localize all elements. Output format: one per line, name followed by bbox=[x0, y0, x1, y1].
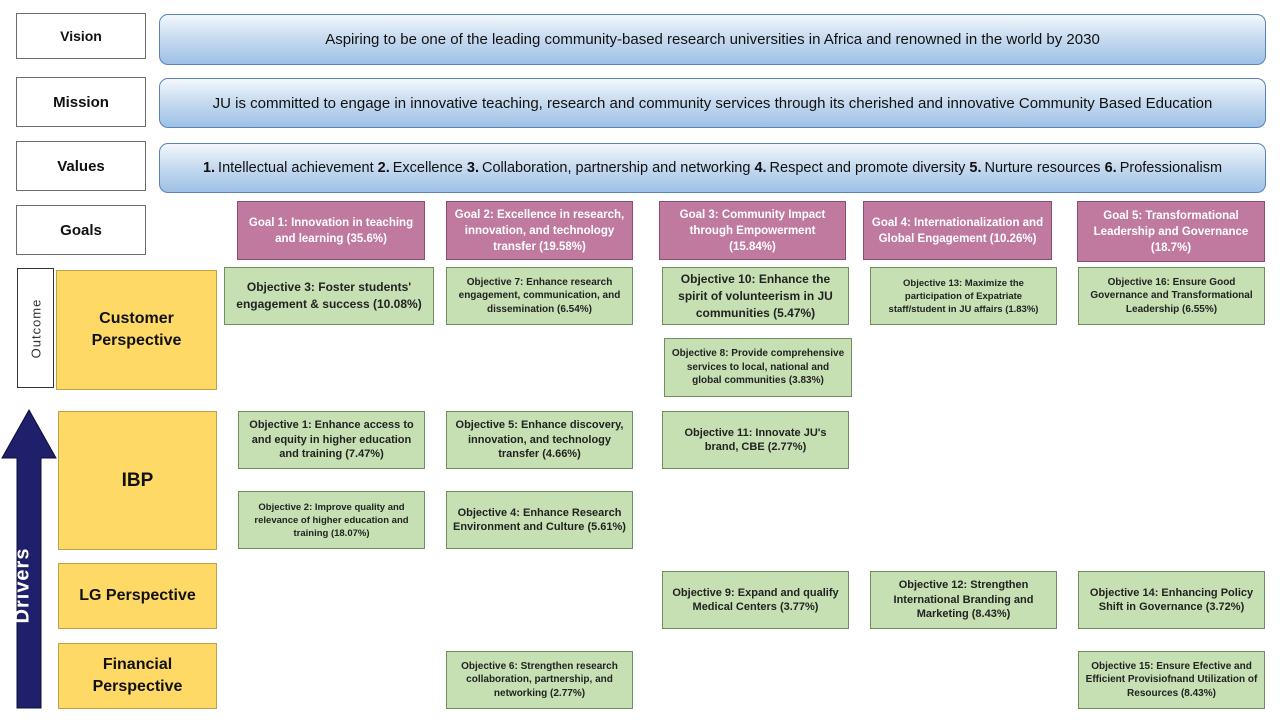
vision-banner: Aspiring to be one of the leading commun… bbox=[159, 14, 1266, 65]
objective-2-box: Objective 2: Improve quality and relevan… bbox=[238, 491, 425, 549]
objective-14-box: Objective 14: Enhancing Policy Shift in … bbox=[1078, 571, 1265, 629]
values-label: Values bbox=[16, 141, 146, 191]
mission-banner: JU is committed to engage in innovative … bbox=[159, 78, 1266, 128]
value-number: 2. bbox=[377, 160, 390, 176]
value-number: 4. bbox=[754, 160, 767, 176]
drivers-arrow bbox=[1, 408, 57, 709]
objective-4-box: Objective 4: Enhance Research Environmen… bbox=[446, 491, 633, 549]
customer-perspective: Customer Perspective bbox=[56, 270, 217, 390]
mission-text: JU is committed to engage in innovative … bbox=[212, 94, 1213, 112]
goal-4-box: Goal 4: Internationalization and Global … bbox=[863, 201, 1052, 260]
outcome-label: Outcome bbox=[17, 268, 54, 388]
value-number: 5. bbox=[969, 160, 982, 176]
objective-6-box: Objective 6: Strengthen research collabo… bbox=[446, 651, 633, 709]
objective-3-box: Objective 3: Foster students' engagement… bbox=[224, 267, 434, 325]
lg-perspective: LG Perspective bbox=[58, 563, 217, 629]
objective-9-box: Objective 9: Expand and qualify Medical … bbox=[662, 571, 849, 629]
objective-5-box: Objective 5: Enhance discovery, innovati… bbox=[446, 411, 633, 469]
ibp-perspective: IBP bbox=[58, 411, 217, 550]
goals-label: Goals bbox=[16, 205, 146, 255]
values-list: 1.Intellectual achievement 2.Excellence … bbox=[203, 160, 1222, 176]
objective-15-box: Objective 15: Ensure Efective and Effici… bbox=[1078, 651, 1265, 709]
vision-label: Vision bbox=[16, 13, 146, 59]
value-number: 1. bbox=[202, 160, 216, 176]
objective-8-box: Objective 8: Provide comprehensive servi… bbox=[664, 338, 852, 397]
goal-5-box: Goal 5: Transformational Leadership and … bbox=[1077, 201, 1265, 262]
objective-10-box: Objective 10: Enhance the spirit of volu… bbox=[662, 267, 849, 325]
objective-1-box: Objective 1: Enhance access to and equit… bbox=[238, 411, 425, 469]
objective-13-box: Objective 13: Maximize the participation… bbox=[870, 267, 1057, 325]
value-item: Intellectual achievement bbox=[218, 160, 374, 176]
value-number: 6. bbox=[1104, 160, 1117, 176]
value-number: 3. bbox=[466, 160, 479, 176]
goal-1-box: Goal 1: Innovation in teaching and learn… bbox=[237, 201, 425, 260]
values-banner: 1.Intellectual achievement 2.Excellence … bbox=[159, 143, 1266, 193]
drivers-label: Drivers bbox=[0, 470, 46, 700]
vision-text: Aspiring to be one of the leading commun… bbox=[325, 31, 1100, 48]
objective-11-box: Objective 11: Innovate JU's brand, CBE (… bbox=[662, 411, 849, 469]
financial-perspective: Financial Perspective bbox=[58, 643, 217, 709]
goal-3-box: Goal 3: Community Impact through Empower… bbox=[659, 201, 846, 260]
objective-12-box: Objective 12: Strengthen International B… bbox=[870, 571, 1057, 629]
value-item: Professionalism bbox=[1119, 160, 1223, 176]
value-item: Respect and promote diversity bbox=[769, 160, 966, 176]
value-item: Collaboration, partnership and networkin… bbox=[482, 160, 751, 176]
mission-label: Mission bbox=[16, 77, 146, 127]
outcome-text: Outcome bbox=[28, 298, 43, 358]
value-item: Excellence bbox=[392, 160, 463, 176]
objective-7-box: Objective 7: Enhance research engagement… bbox=[446, 267, 633, 325]
objective-16-box: Objective 16: Ensure Good Governance and… bbox=[1078, 267, 1265, 325]
goal-2-box: Goal 2: Excellence in research, innovati… bbox=[446, 201, 633, 260]
value-item: Nurture resources bbox=[984, 160, 1101, 176]
drivers-text: Drivers bbox=[11, 547, 34, 623]
